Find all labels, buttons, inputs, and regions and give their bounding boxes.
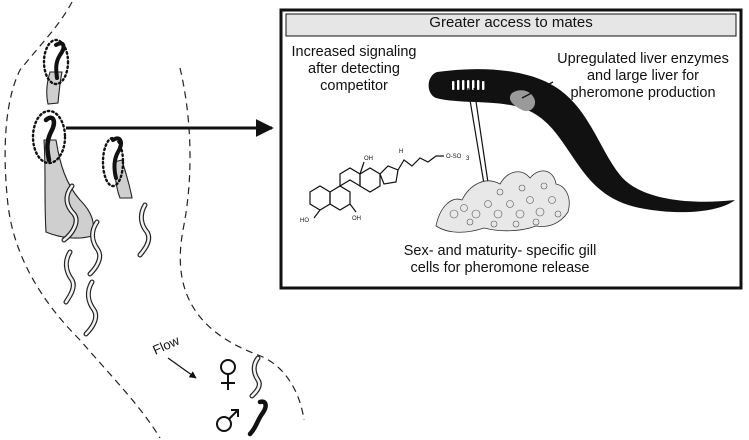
male-lampreys — [43, 41, 123, 180]
mates-panel — [279, 8, 743, 290]
gill-pointer-arrows — [467, 87, 491, 197]
legend-male-lamprey — [247, 399, 268, 437]
svg-text:OH: OH — [364, 156, 373, 162]
flow-arrow — [167, 357, 197, 379]
male-lamprey-1 — [54, 41, 66, 80]
panel-title: Greater access to mates — [429, 14, 593, 31]
pheromone-molecule — [309, 155, 444, 219]
left-river-bank — [4, 1, 161, 439]
pheromone-plumes — [43, 71, 133, 239]
signaling-label: Increased signaling after detecting comp… — [279, 44, 429, 95]
gill-tissue-illustration — [435, 170, 570, 233]
lamprey-body — [428, 69, 735, 213]
gill-pores — [452, 80, 485, 90]
panel-header — [285, 13, 737, 37]
female-symbol-icon — [220, 359, 236, 390]
svg-text:3: 3 — [466, 156, 470, 162]
gill-label-line: cells for pheromone release — [410, 260, 590, 276]
panel-frame — [279, 8, 743, 290]
svg-text:O-SO: O-SO — [446, 154, 462, 160]
signaling-label-line: after detecting — [308, 61, 400, 77]
liver-label: Upregulated liver enzymes and large live… — [548, 51, 738, 102]
signaling-ring-2 — [31, 109, 67, 165]
molecule-labels: HO OH OH H O-SO 3 — [300, 149, 470, 224]
gill-label-line: Sex- and maturity- specific gill — [403, 243, 597, 259]
sea-lamprey-illustration — [428, 69, 735, 213]
signaling-label-line: Increased signaling — [291, 44, 417, 60]
liver-label-line: Upregulated liver enzymes — [557, 51, 729, 67]
legend-female-lamprey — [249, 355, 262, 399]
liver-label-line: pheromone production — [570, 85, 716, 101]
signaling-ring-1 — [42, 38, 70, 86]
gill-label: Sex- and maturity- specific gill cells f… — [355, 243, 645, 277]
liver-highlight — [509, 90, 536, 112]
male-lamprey-3 — [111, 136, 123, 180]
svg-text:HO: HO — [300, 218, 309, 224]
liver-label-line: and large liver for — [586, 68, 700, 84]
svg-text:OH: OH — [352, 216, 361, 222]
liver-pointer — [521, 81, 554, 99]
male-symbol-icon — [216, 409, 239, 432]
female-lampreys — [61, 183, 152, 337]
river-banks — [4, 1, 305, 439]
plume-small — [46, 71, 63, 105]
male-lamprey-2 — [43, 115, 57, 163]
svg-text:H: H — [399, 149, 403, 155]
signaling-label-line: competitor — [320, 78, 388, 94]
right-river-bank — [179, 67, 305, 421]
